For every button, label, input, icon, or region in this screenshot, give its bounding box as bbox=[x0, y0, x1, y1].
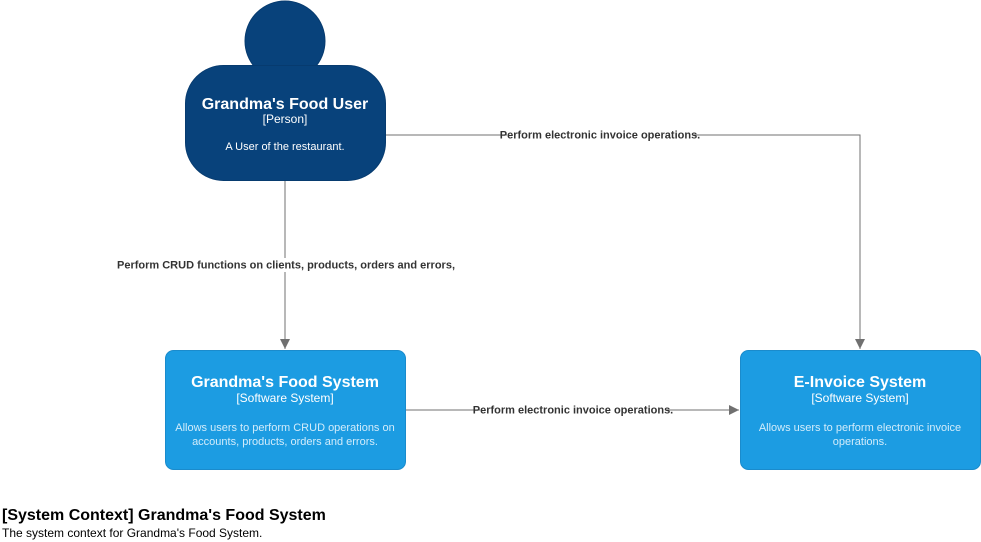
diagram-title: [System Context] Grandma's Food System bbox=[2, 507, 326, 524]
edge-label-bg bbox=[480, 403, 667, 417]
edge-user-to-food-system[interactable]: Perform CRUD functions on clients, produ… bbox=[117, 180, 455, 349]
person-node[interactable]: Grandma's Food User [Person] A User of t… bbox=[185, 0, 386, 181]
edge-user-to-einvoice-label: Perform electronic invoice operations. bbox=[500, 130, 701, 142]
edge-label-bg bbox=[507, 128, 694, 142]
person-type: [Person] bbox=[263, 112, 308, 126]
diagram-description: The system context for Grandma's Food Sy… bbox=[2, 526, 263, 540]
einvoice-system-box bbox=[740, 350, 981, 470]
food-system-name: Grandma's Food System bbox=[191, 374, 379, 391]
edge-user-to-food-system-label: Perform CRUD functions on clients, produ… bbox=[117, 260, 455, 272]
food-system-description-line: Allows users to perform CRUD operations … bbox=[175, 422, 394, 434]
food-system-box bbox=[165, 350, 406, 470]
edge-user-to-einvoice[interactable]: Perform electronic invoice operations. bbox=[385, 128, 865, 349]
einvoice-system-name: E-Invoice System bbox=[794, 374, 927, 391]
einvoice-system-node[interactable]: E-Invoice System [Software System] Allow… bbox=[740, 350, 981, 470]
food-system-description-line: accounts, products, orders and errors. bbox=[192, 436, 378, 448]
food-system-node[interactable]: Grandma's Food System [Software System] … bbox=[165, 350, 406, 470]
food-system-type: [Software System] bbox=[236, 391, 333, 405]
einvoice-system-description-line: Allows users to perform electronic invoi… bbox=[759, 422, 961, 434]
einvoice-system-type: [Software System] bbox=[811, 391, 908, 405]
person-name: Grandma's Food User bbox=[202, 96, 369, 113]
edge-food-system-to-einvoice[interactable]: Perform electronic invoice operations. bbox=[405, 403, 739, 417]
edge-user-to-einvoice-line bbox=[385, 134, 865, 349]
edge-food-system-to-einvoice-label: Perform electronic invoice operations. bbox=[473, 405, 674, 417]
einvoice-system-description-line: operations. bbox=[833, 436, 887, 448]
edge-label-bg bbox=[129, 258, 442, 272]
person-body bbox=[185, 65, 386, 181]
person-description: A User of the restaurant. bbox=[225, 141, 344, 153]
